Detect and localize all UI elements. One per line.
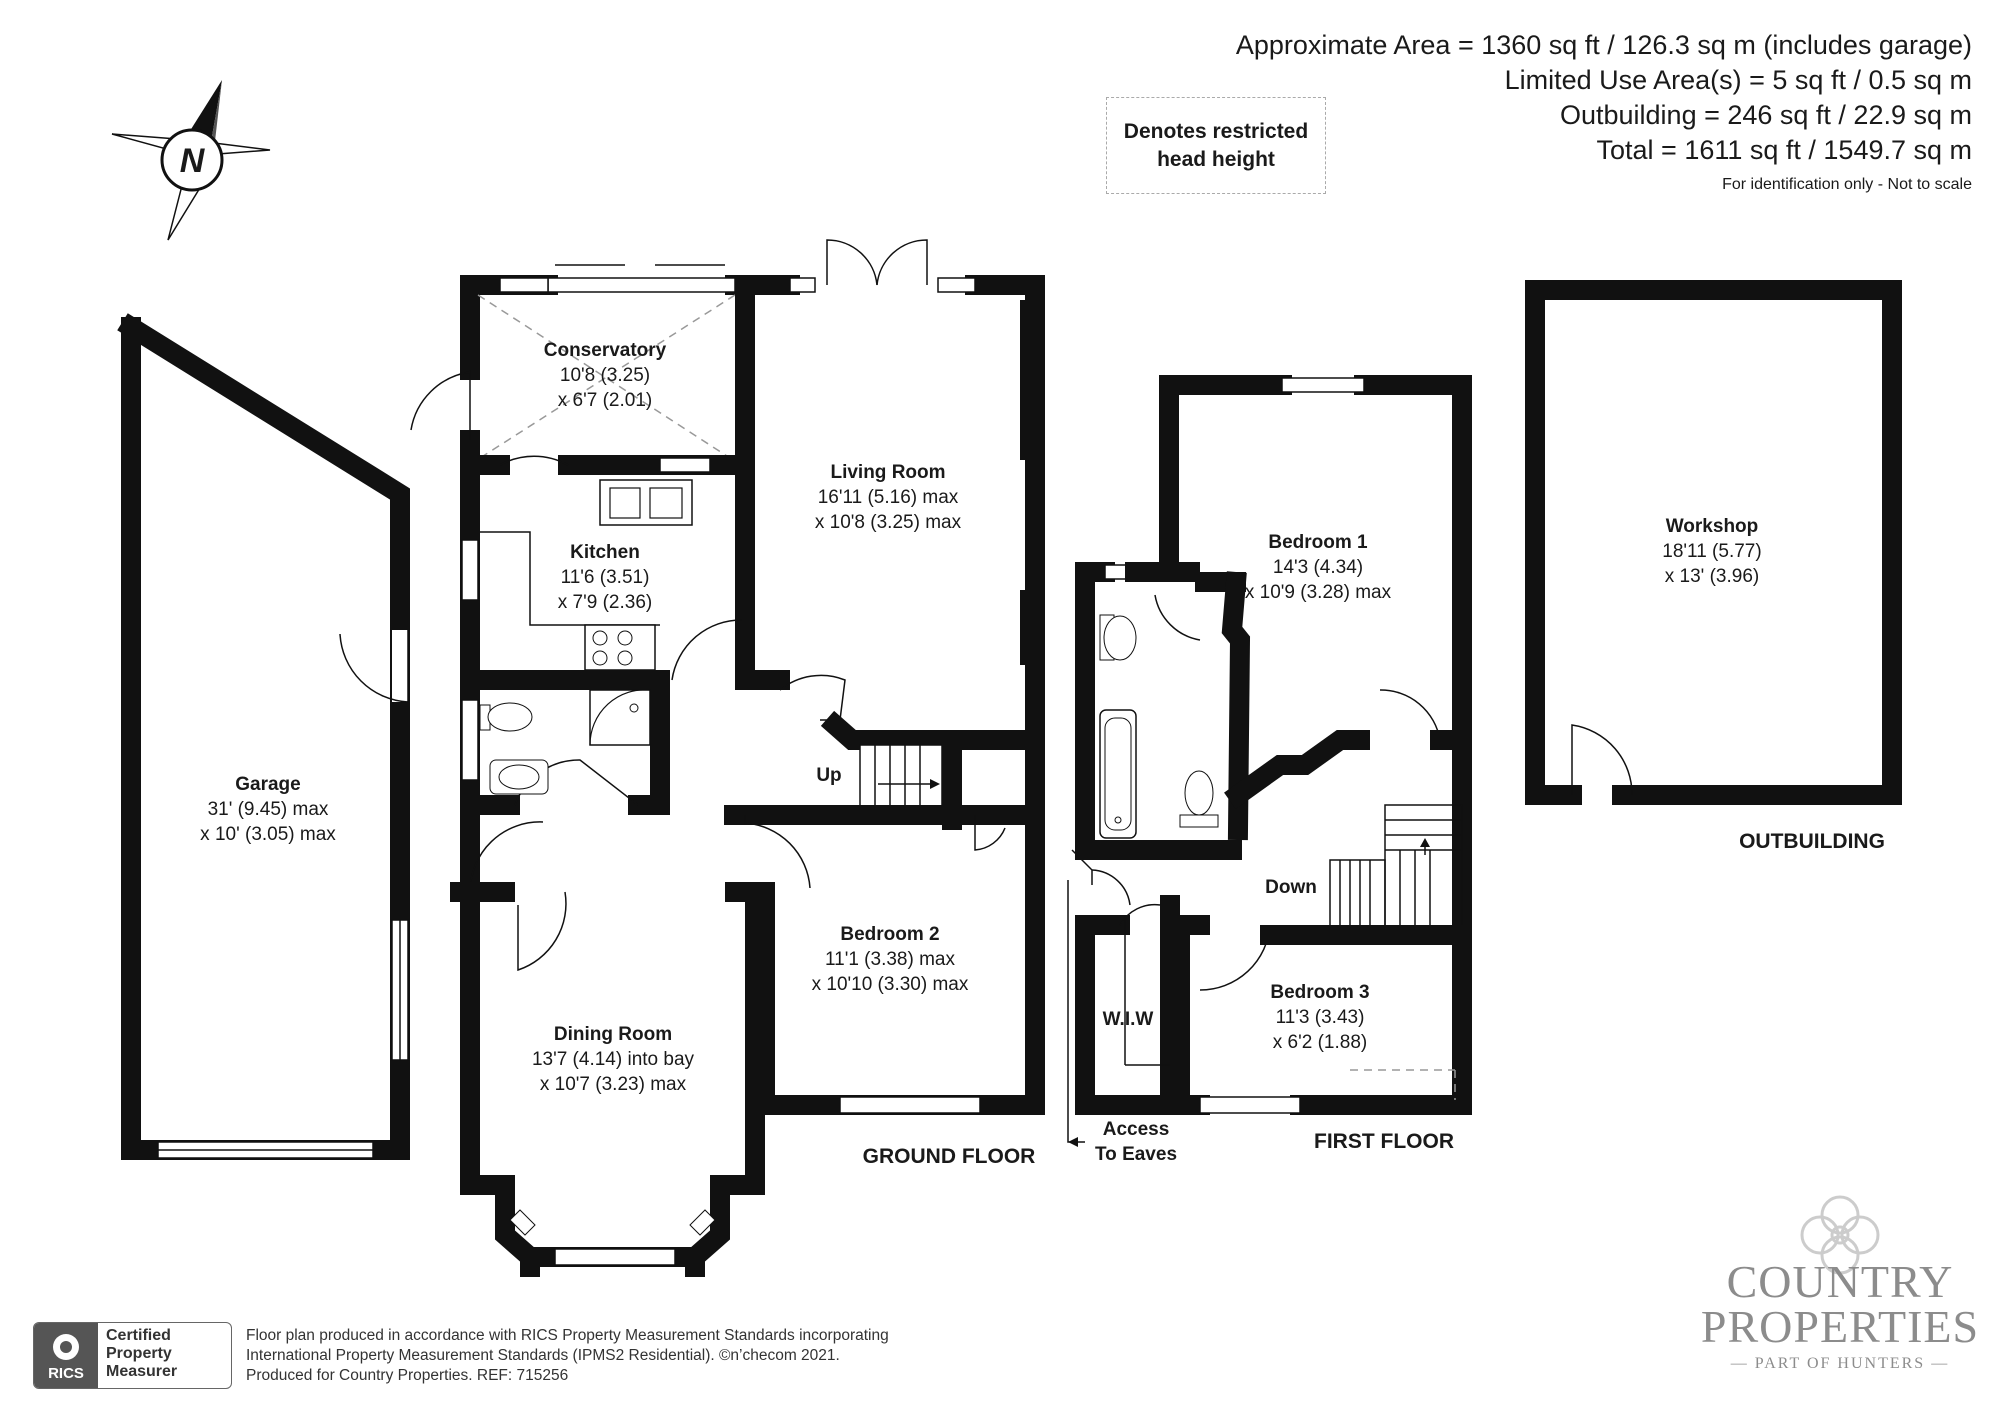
rics-lion-icon [53,1334,79,1360]
first-floor-label: FIRST FLOOR [1314,1130,1454,1153]
ground-floor [410,239,1045,1277]
bedroom3-dim2: x 6'2 (1.88) [1273,1032,1367,1053]
brand-line-3: — PART OF HUNTERS — [1730,1355,1950,1372]
restricted-height-legend: Denotes restricted head height [1106,97,1326,194]
bedroom1-dim1: 14'3 (4.34) [1273,557,1363,578]
rics-badge: RICS Certified Property Measurer [33,1322,232,1389]
rics-logo-icon: RICS [34,1323,98,1388]
garage-name: Garage [235,774,300,795]
conservatory-dim2: x 6'7 (2.01) [558,390,652,411]
first-floor [1067,375,1472,1147]
living-room-name: Living Room [830,462,945,483]
approximate-area: Approximate Area = 1360 sq ft / 126.3 sq… [1235,30,1972,60]
access-eaves-line1: Access [1103,1119,1170,1140]
compass-north-label: N [180,142,206,180]
access-eaves-line2: To Eaves [1095,1144,1177,1165]
bedroom3-dim1: 11'3 (3.43) [1276,1007,1365,1028]
living-room-dim1: 16'11 (5.16) max [818,487,959,508]
kitchen-name: Kitchen [570,542,640,563]
garage [117,313,410,1160]
ground-floor-label: GROUND FLOOR [863,1145,1036,1168]
brand-line-1: COUNTRY [1726,1256,1954,1307]
outbuilding-label: OUTBUILDING [1739,830,1885,853]
garage-dim2: x 10' (3.05) max [200,824,336,845]
stairs-down-label: Down [1265,877,1317,898]
outbuilding-workshop [1525,280,1902,805]
living-room-dim2: x 10'8 (3.25) max [815,512,962,533]
total-area: Total = 1611 sq ft / 1549.7 sq m [1596,135,1972,165]
compass-icon: N [111,80,271,241]
brand-flower-icon [1800,1195,1880,1275]
bedroom2-dim1: 11'1 (3.38) max [825,949,956,970]
bedroom2-dim2: x 10'10 (3.30) max [812,974,969,995]
brand-line-2: PROPERTIES [1700,1301,1980,1352]
kitchen-dim2: x 7'9 (2.36) [558,592,652,613]
certified-measurer-text: Certified Property Measurer [106,1327,178,1380]
dining-room-dim2: x 10'7 (3.23) max [540,1074,687,1095]
dining-room-name: Dining Room [554,1024,672,1045]
workshop-dim2: x 13' (3.96) [1665,566,1759,587]
outbuilding-area: Outbuilding = 246 sq ft / 22.9 sq m [1559,100,1972,130]
dining-room-dim1: 13'7 (4.14) into bay [532,1049,695,1070]
scale-disclaimer: For identification only - Not to scale [1722,176,1972,193]
rics-word: RICS [48,1365,84,1382]
bedroom3-name: Bedroom 3 [1270,982,1369,1003]
kitchen-dim1: 11'6 (3.51) [561,567,650,588]
room-labels: Garage 31' (9.45) max x 10' (3.05) max C… [200,340,1885,1168]
garage-dim1: 31' (9.45) max [208,799,329,820]
stairs-up-label: Up [816,765,841,786]
conservatory-name: Conservatory [544,340,667,361]
conservatory-dim1: 10'8 (3.25) [560,365,650,386]
bedroom1-name: Bedroom 1 [1268,532,1368,553]
limited-use-area: Limited Use Area(s) = 5 sq ft / 0.5 sq m [1504,65,1972,95]
bedroom2-name: Bedroom 2 [840,924,939,945]
brand-logo: COUNTRY PROPERTIES — PART OF HUNTERS — [1700,1255,1980,1373]
bedroom1-dim2: x 10'9 (3.28) max [1245,582,1392,603]
workshop-name: Workshop [1666,516,1759,537]
wiw-name: W.I.W [1103,1009,1154,1030]
workshop-dim1: 18'11 (5.77) [1662,541,1761,562]
footer-note: Floor plan produced in accordance with R… [246,1327,889,1384]
legend-text: Denotes restricted head height [1123,120,1309,171]
